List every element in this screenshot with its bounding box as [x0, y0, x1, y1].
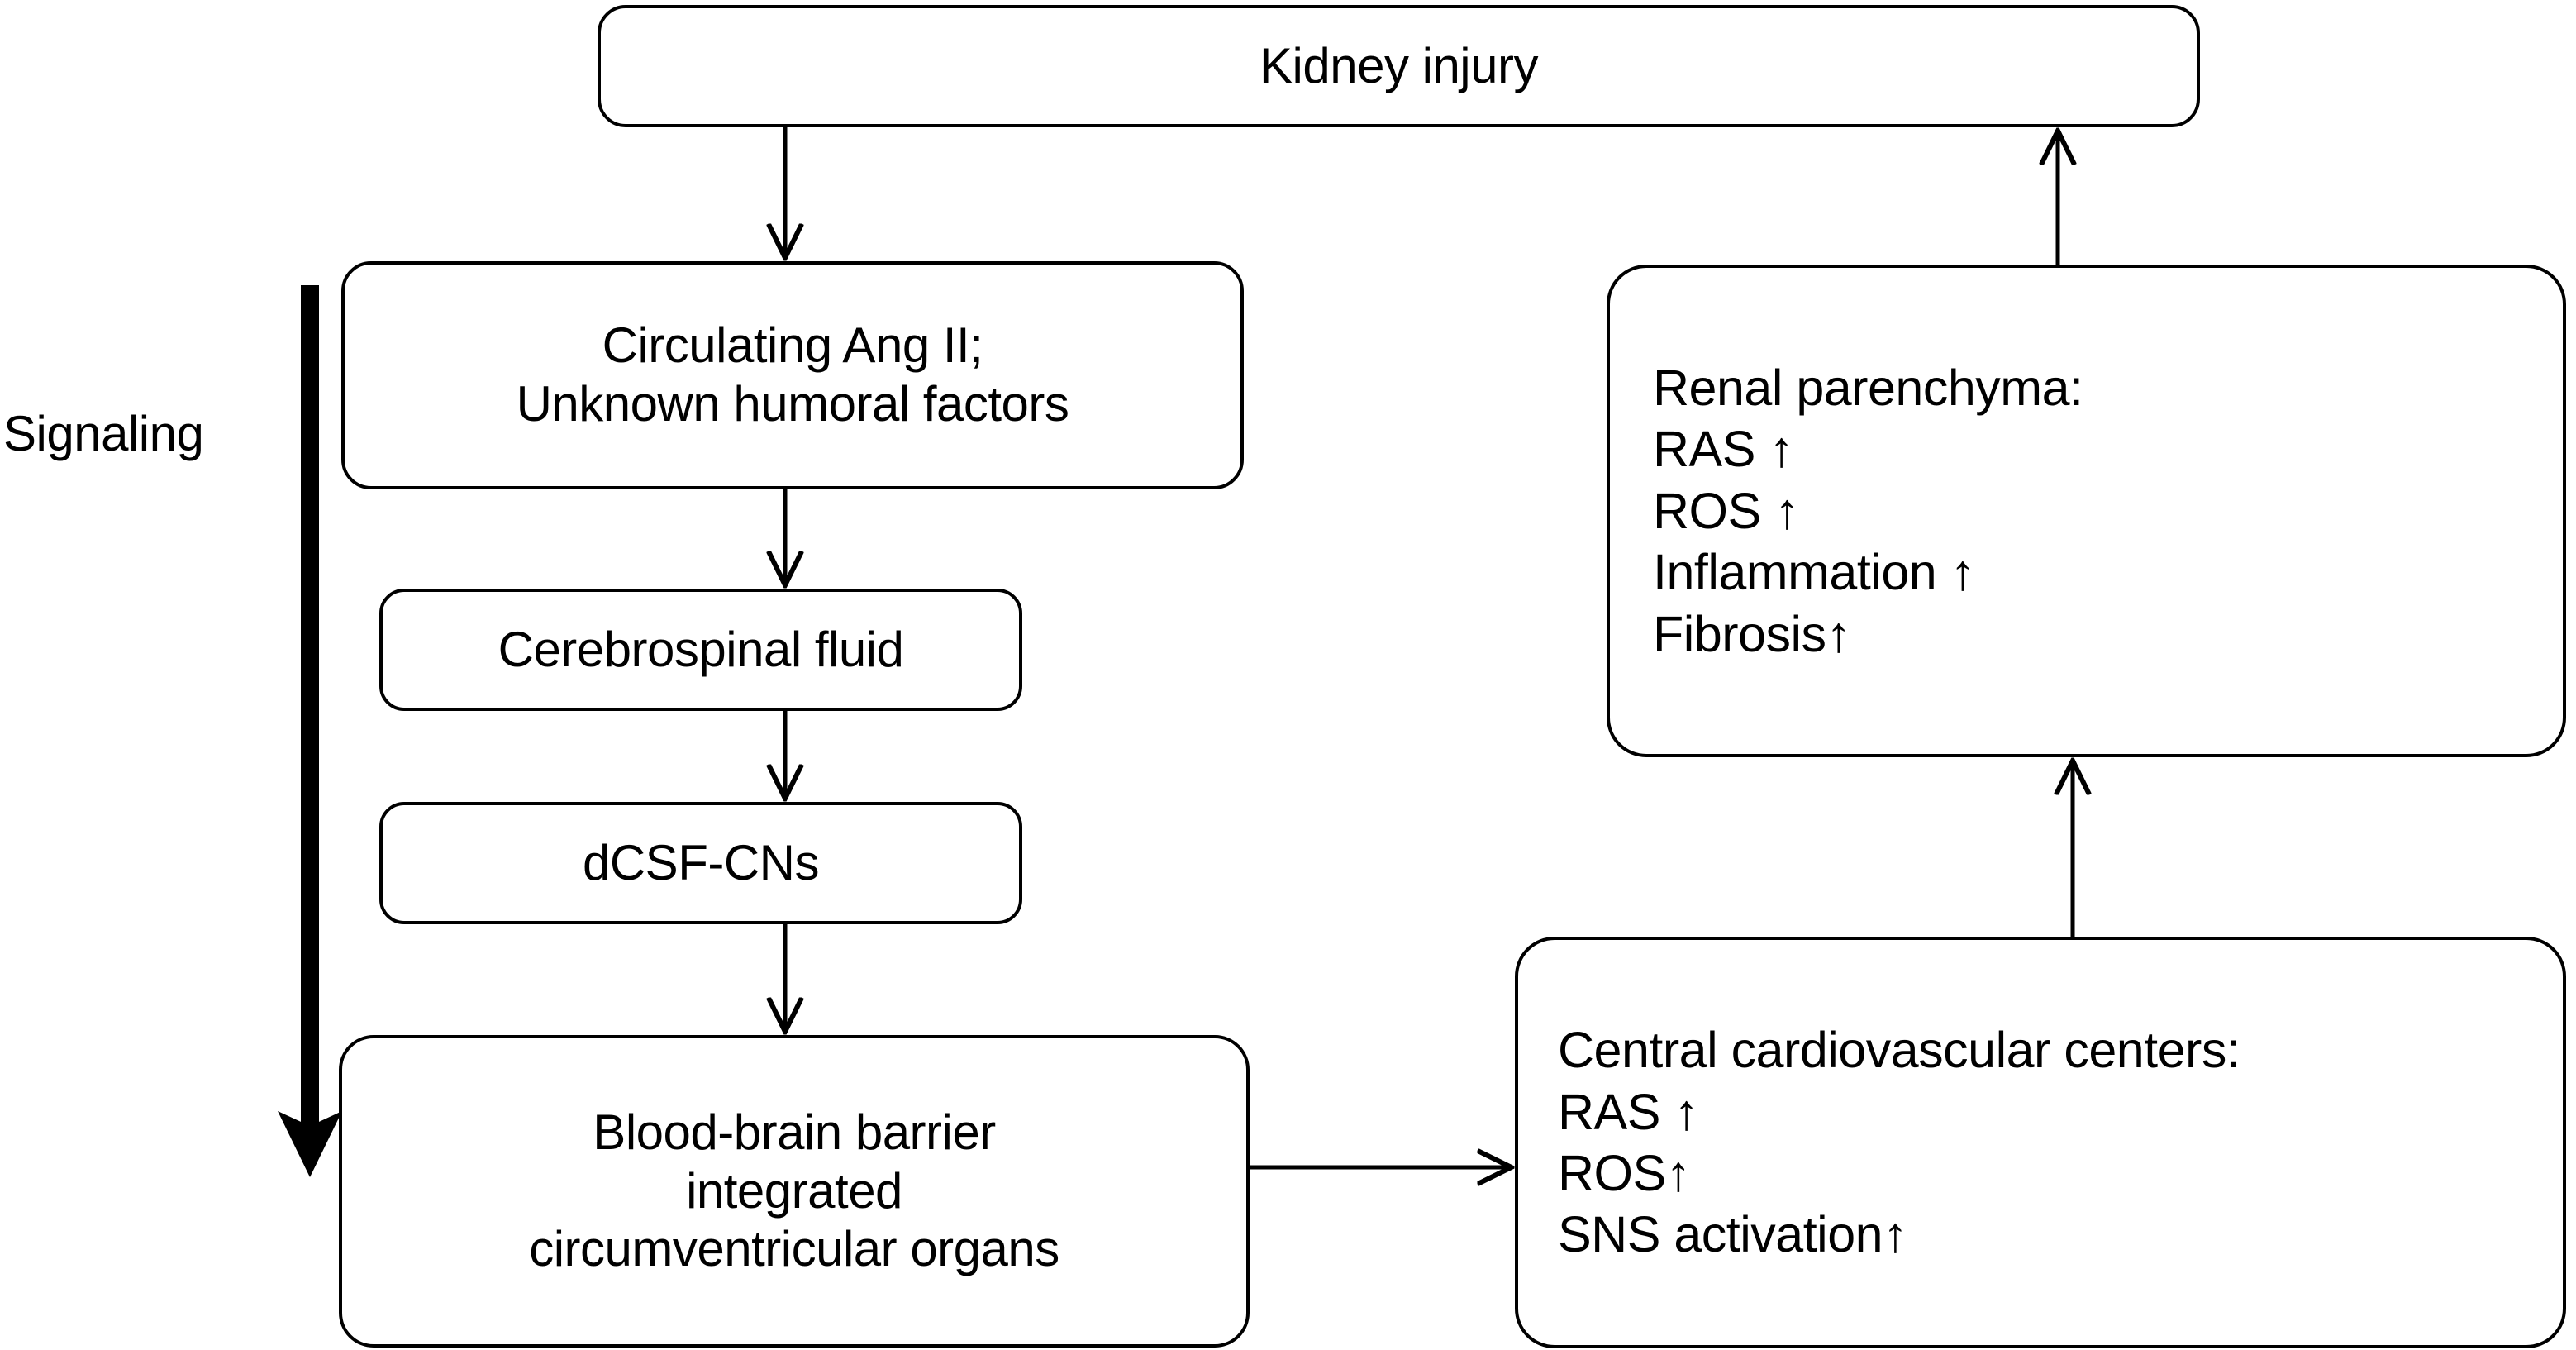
node-central-cardiovascular-centers-label: Central cardiovascular centers: RAS ↑ RO…	[1558, 1022, 2240, 1263]
node-kidney-injury-label: Kidney injury	[1259, 37, 1539, 93]
node-dcsf-cns[interactable]: dCSF-CNs	[379, 802, 1022, 924]
signaling-label: Signaling	[3, 406, 204, 461]
node-blood-brain-barrier-label: Blood-brain barrier integrated circumven…	[529, 1104, 1059, 1277]
node-renal-parenchyma[interactable]: Renal parenchyma: RAS ↑ ROS ↑ Inflammati…	[1607, 265, 2566, 757]
node-circulating-ang-ii-label: Circulating Ang II; Unknown humoral fact…	[516, 317, 1069, 432]
node-kidney-injury[interactable]: Kidney injury	[598, 5, 2200, 127]
edge-signaling-flow	[278, 285, 342, 1177]
node-blood-brain-barrier[interactable]: Blood-brain barrier integrated circumven…	[339, 1035, 1250, 1348]
node-cerebrospinal-fluid[interactable]: Cerebrospinal fluid	[379, 589, 1022, 711]
node-central-cardiovascular-centers[interactable]: Central cardiovascular centers: RAS ↑ RO…	[1515, 937, 2566, 1348]
node-cerebrospinal-fluid-label: Cerebrospinal fluid	[498, 621, 904, 677]
node-renal-parenchyma-label: Renal parenchyma: RAS ↑ ROS ↑ Inflammati…	[1653, 359, 2083, 662]
node-dcsf-cns-label: dCSF-CNs	[582, 834, 820, 890]
node-circulating-ang-ii[interactable]: Circulating Ang II; Unknown humoral fact…	[341, 261, 1244, 489]
